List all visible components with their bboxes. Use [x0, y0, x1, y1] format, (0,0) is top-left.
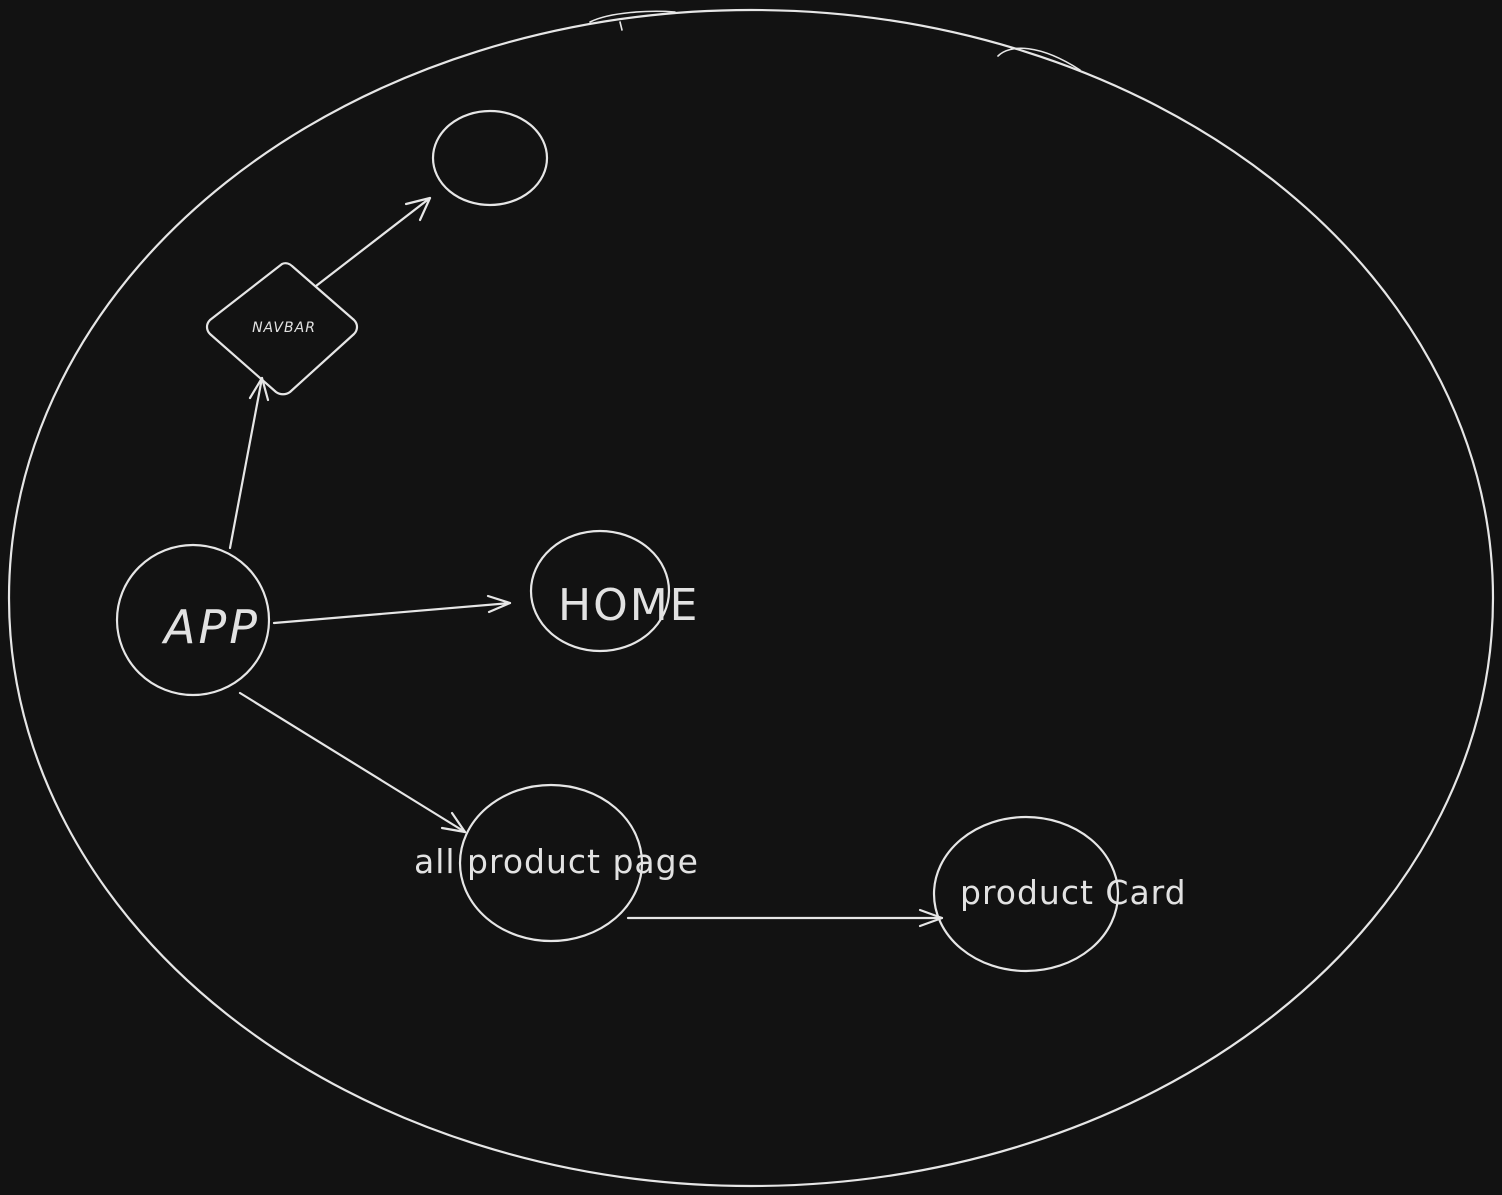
edge-navbar-to-empty-circle [314, 196, 432, 288]
arrowhead [486, 594, 512, 614]
arrowhead [918, 908, 944, 928]
edge-app-to-navbar [228, 376, 270, 550]
ellipse-sketch-tick-top [619, 21, 623, 31]
ellipse-sketch-stroke-right [997, 47, 1081, 71]
arrowhead [248, 376, 270, 402]
edge-all-product-page-to-product-card [626, 908, 944, 928]
empty-circle-node[interactable] [431, 109, 549, 207]
home-node[interactable]: HOME [529, 529, 699, 653]
app-node[interactable]: APP [115, 543, 271, 697]
product-card-node[interactable]: product Card [932, 815, 1187, 973]
outer-boundary-ellipse [7, 8, 1495, 1188]
all-product-page-label: all product page [414, 842, 699, 881]
ellipse-sketch-stroke-top [589, 10, 676, 23]
arrowhead [440, 811, 467, 834]
arrowhead [404, 196, 432, 222]
all-product-page-node[interactable]: all product page [414, 783, 699, 943]
home-label: HOME [558, 580, 699, 631]
product-card-label: product Card [960, 873, 1187, 912]
edge-app-to-all-product-page [238, 691, 467, 834]
navbar-label: NAVBAR [252, 320, 316, 336]
app-label: APP [161, 600, 260, 654]
navbar-node[interactable]: NAVBAR [205, 262, 359, 396]
edge-app-to-home [272, 594, 512, 625]
